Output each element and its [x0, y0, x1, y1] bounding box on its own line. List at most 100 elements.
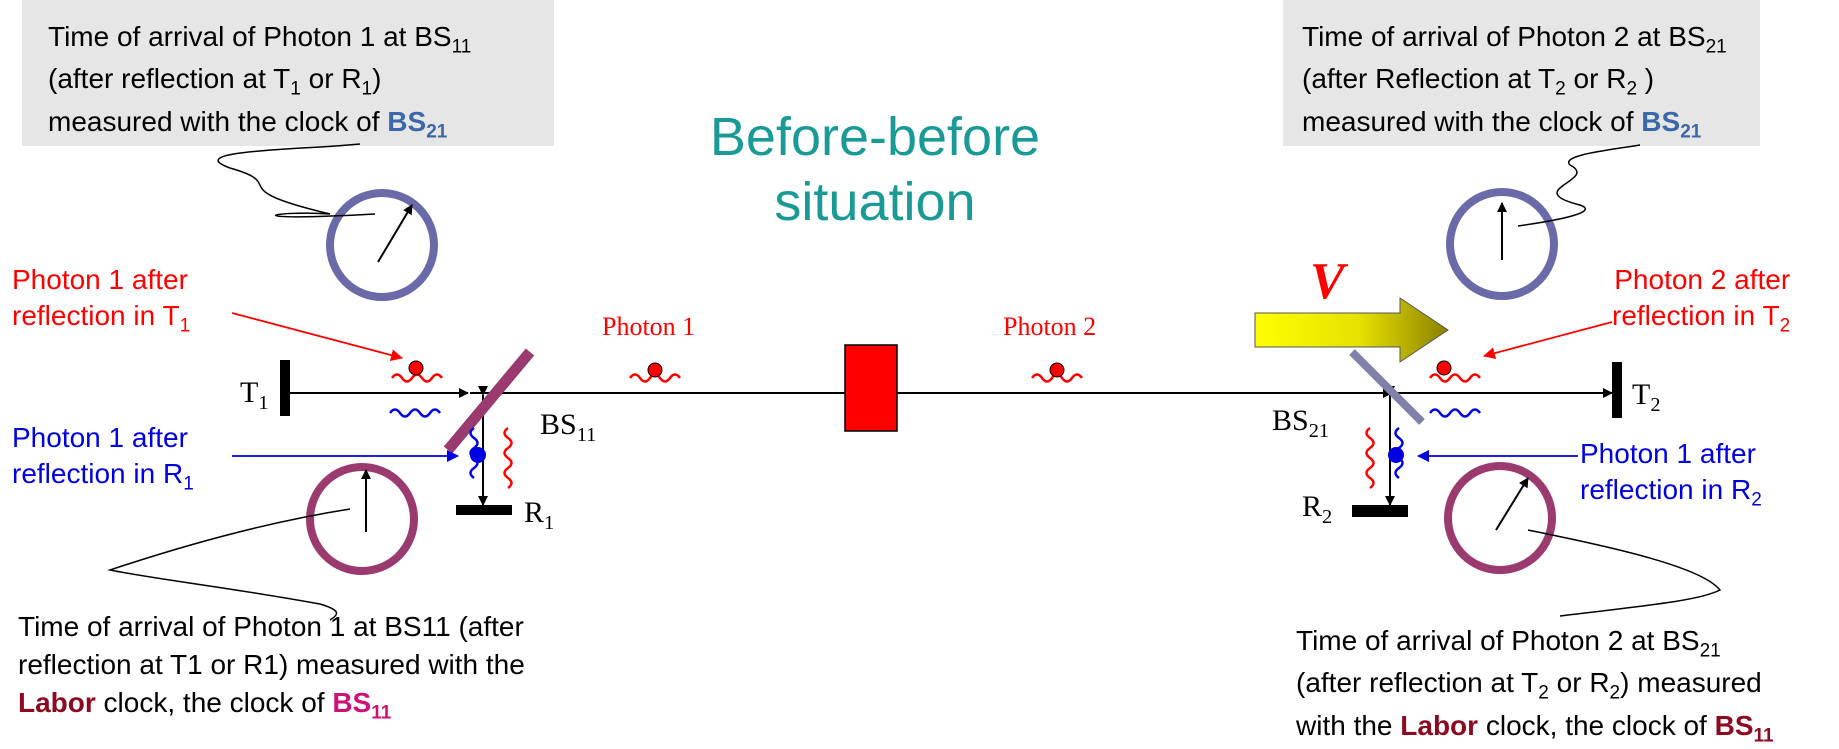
photon-2-dot: [1049, 362, 1065, 378]
bl-bs-sub: 11: [371, 702, 392, 724]
label-p1r1-line1: Photon 1 after: [12, 422, 188, 453]
bl-line3-mid: clock, the clock of: [95, 687, 333, 719]
label-T1-letter: T: [240, 376, 259, 409]
label-p1r2-sub: 2: [1751, 489, 1762, 511]
photon-R1-dot: [470, 447, 486, 463]
mirror-R2: [1352, 505, 1408, 517]
top-left-callout-box: [22, 0, 554, 146]
label-p1r2-line2: reflection in R: [1580, 474, 1752, 506]
label-T1-sub: 1: [258, 392, 269, 414]
photon-blue-wave-right: [1428, 408, 1482, 418]
label-photon1-after-R1: Photon 1 after reflection in R1: [12, 420, 194, 498]
tr-line3-bs: BS: [1641, 105, 1681, 137]
br-bs: BS: [1714, 709, 1754, 741]
label-T2-sub: 2: [1650, 394, 1661, 416]
mirror-T2: [1612, 362, 1622, 418]
mirror-R1: [456, 505, 512, 515]
label-p1r2-line1: Photon 1 after: [1580, 438, 1756, 469]
photon-source: [844, 344, 898, 432]
clock-bottom-right: [1444, 462, 1556, 574]
clock-top-right: [1446, 188, 1558, 300]
label-p2t2-line1: Photon 2 after: [1614, 264, 1791, 295]
bl-line2: reflection at T1 or R1) measured with th…: [18, 649, 525, 681]
br-line3-mid: clock, the clock of: [1478, 709, 1715, 741]
tl-line1-sub: 11: [451, 36, 472, 58]
label-velocity: V: [1310, 253, 1345, 310]
br-line1-sub: 21: [1699, 640, 1721, 662]
br-line2-sub1: 2: [1538, 683, 1549, 705]
label-R2-sub: 2: [1322, 506, 1333, 528]
label-BS21-sub: 21: [1308, 420, 1330, 442]
title-line-2: situation: [774, 171, 976, 232]
pointer-photon2-T2: [1483, 321, 1613, 359]
beam-splitter-BS11: [443, 348, 535, 454]
callout-leader-top-left: [217, 143, 376, 218]
br-line1: Time of arrival of Photon 2 at BS: [1296, 625, 1700, 656]
clock-bottom-left: [306, 463, 418, 575]
photon-T2-wave: [1428, 373, 1482, 383]
top-right-callout-text: Time of arrival of Photon 2 at BS21 (aft…: [1302, 18, 1727, 145]
photon-1-dot: [647, 362, 663, 378]
label-p1r1-line2: reflection in R: [12, 458, 184, 490]
callout-leader-bottom-right: [1527, 529, 1722, 617]
label-p1t1-line2: reflection in T: [12, 300, 180, 332]
tr-line1-sub: 21: [1705, 36, 1727, 58]
tr-line3-sub: 21: [1680, 121, 1702, 143]
br-line3a: with the: [1296, 709, 1401, 741]
label-photon-1: Photon 1: [602, 312, 696, 341]
label-p2t2-line2: reflection in T: [1612, 300, 1780, 332]
bottom-left-callout-text: Time of arrival of Photon 1 at BS11 (aft…: [18, 608, 525, 727]
photon-T1-wave: [390, 373, 444, 383]
bl-bs: BS: [332, 687, 372, 719]
velocity-arrow: [1254, 297, 1449, 363]
tr-line2-sub2: 2: [1626, 79, 1638, 101]
br-line2a: (after reflection at T: [1296, 667, 1539, 699]
label-R1: R1: [524, 496, 554, 535]
label-photon1-after-T1: Photon 1 after reflection in T1: [12, 262, 190, 340]
pointer-photon1-T1: [231, 312, 403, 361]
photon-red-vertical-left: [503, 426, 513, 490]
top-left-callout-text: Time of arrival of Photon 1 at BS11 (aft…: [48, 18, 471, 145]
bottom-right-callout-text: Time of arrival of Photon 2 at BS21 (aft…: [1296, 622, 1774, 749]
label-R2-letter: R: [1302, 490, 1323, 523]
tl-line3a: measured with the clock of: [48, 105, 388, 137]
label-p1r1-sub: 1: [183, 473, 194, 495]
tr-line2-sub1: 2: [1555, 79, 1566, 101]
tr-line2a: (after Reflection at T: [1302, 63, 1556, 95]
tl-line3-bs: BS: [387, 105, 427, 137]
clock-top-left: [326, 189, 438, 301]
bl-line1: Time of arrival of Photon 1 at BS11 (aft…: [18, 611, 524, 642]
photon-red-vertical-right: [1365, 426, 1375, 490]
mirror-T1: [280, 360, 290, 416]
title-line-1: Before-before: [709, 107, 1041, 167]
tl-line2c: ): [372, 63, 382, 95]
tl-line3-sub: 21: [426, 121, 448, 143]
label-BS21: BS21: [1272, 404, 1329, 443]
diagram-title: Before-before situation: [660, 105, 1090, 235]
label-T1: T1: [240, 376, 269, 415]
bl-labor: Labor: [18, 687, 96, 719]
tl-line2a: (after reflection at T: [48, 63, 291, 95]
br-line2-sub2: 2: [1609, 683, 1621, 705]
tl-line2-sub1: 1: [290, 79, 301, 101]
label-R2: R2: [1302, 490, 1332, 529]
br-line2b: or R: [1548, 667, 1610, 699]
label-T2-letter: T: [1632, 378, 1651, 411]
callout-leader-bottom-left: [107, 508, 351, 621]
label-T2: T2: [1632, 378, 1661, 417]
photon-T2-dot: [1436, 360, 1452, 376]
callout-leader-top-right: [1517, 144, 1641, 227]
tr-line2c: ): [1637, 63, 1655, 95]
label-p1t1-line1: Photon 1 after: [12, 264, 188, 295]
br-labor: Labor: [1400, 709, 1479, 741]
label-R1-letter: R: [524, 496, 545, 529]
tl-line2-sub2: 1: [361, 79, 373, 101]
label-BS11-sub: 11: [576, 424, 597, 446]
tr-line3a: measured with the clock of: [1302, 105, 1642, 137]
tl-line2b: or R: [300, 63, 362, 95]
label-photon1-after-R2: Photon 1 after reflection in R2: [1580, 436, 1762, 514]
label-BS11: BS11: [540, 408, 596, 447]
label-p1t1-sub: 1: [179, 315, 191, 337]
top-right-callout-box: [1283, 0, 1760, 146]
